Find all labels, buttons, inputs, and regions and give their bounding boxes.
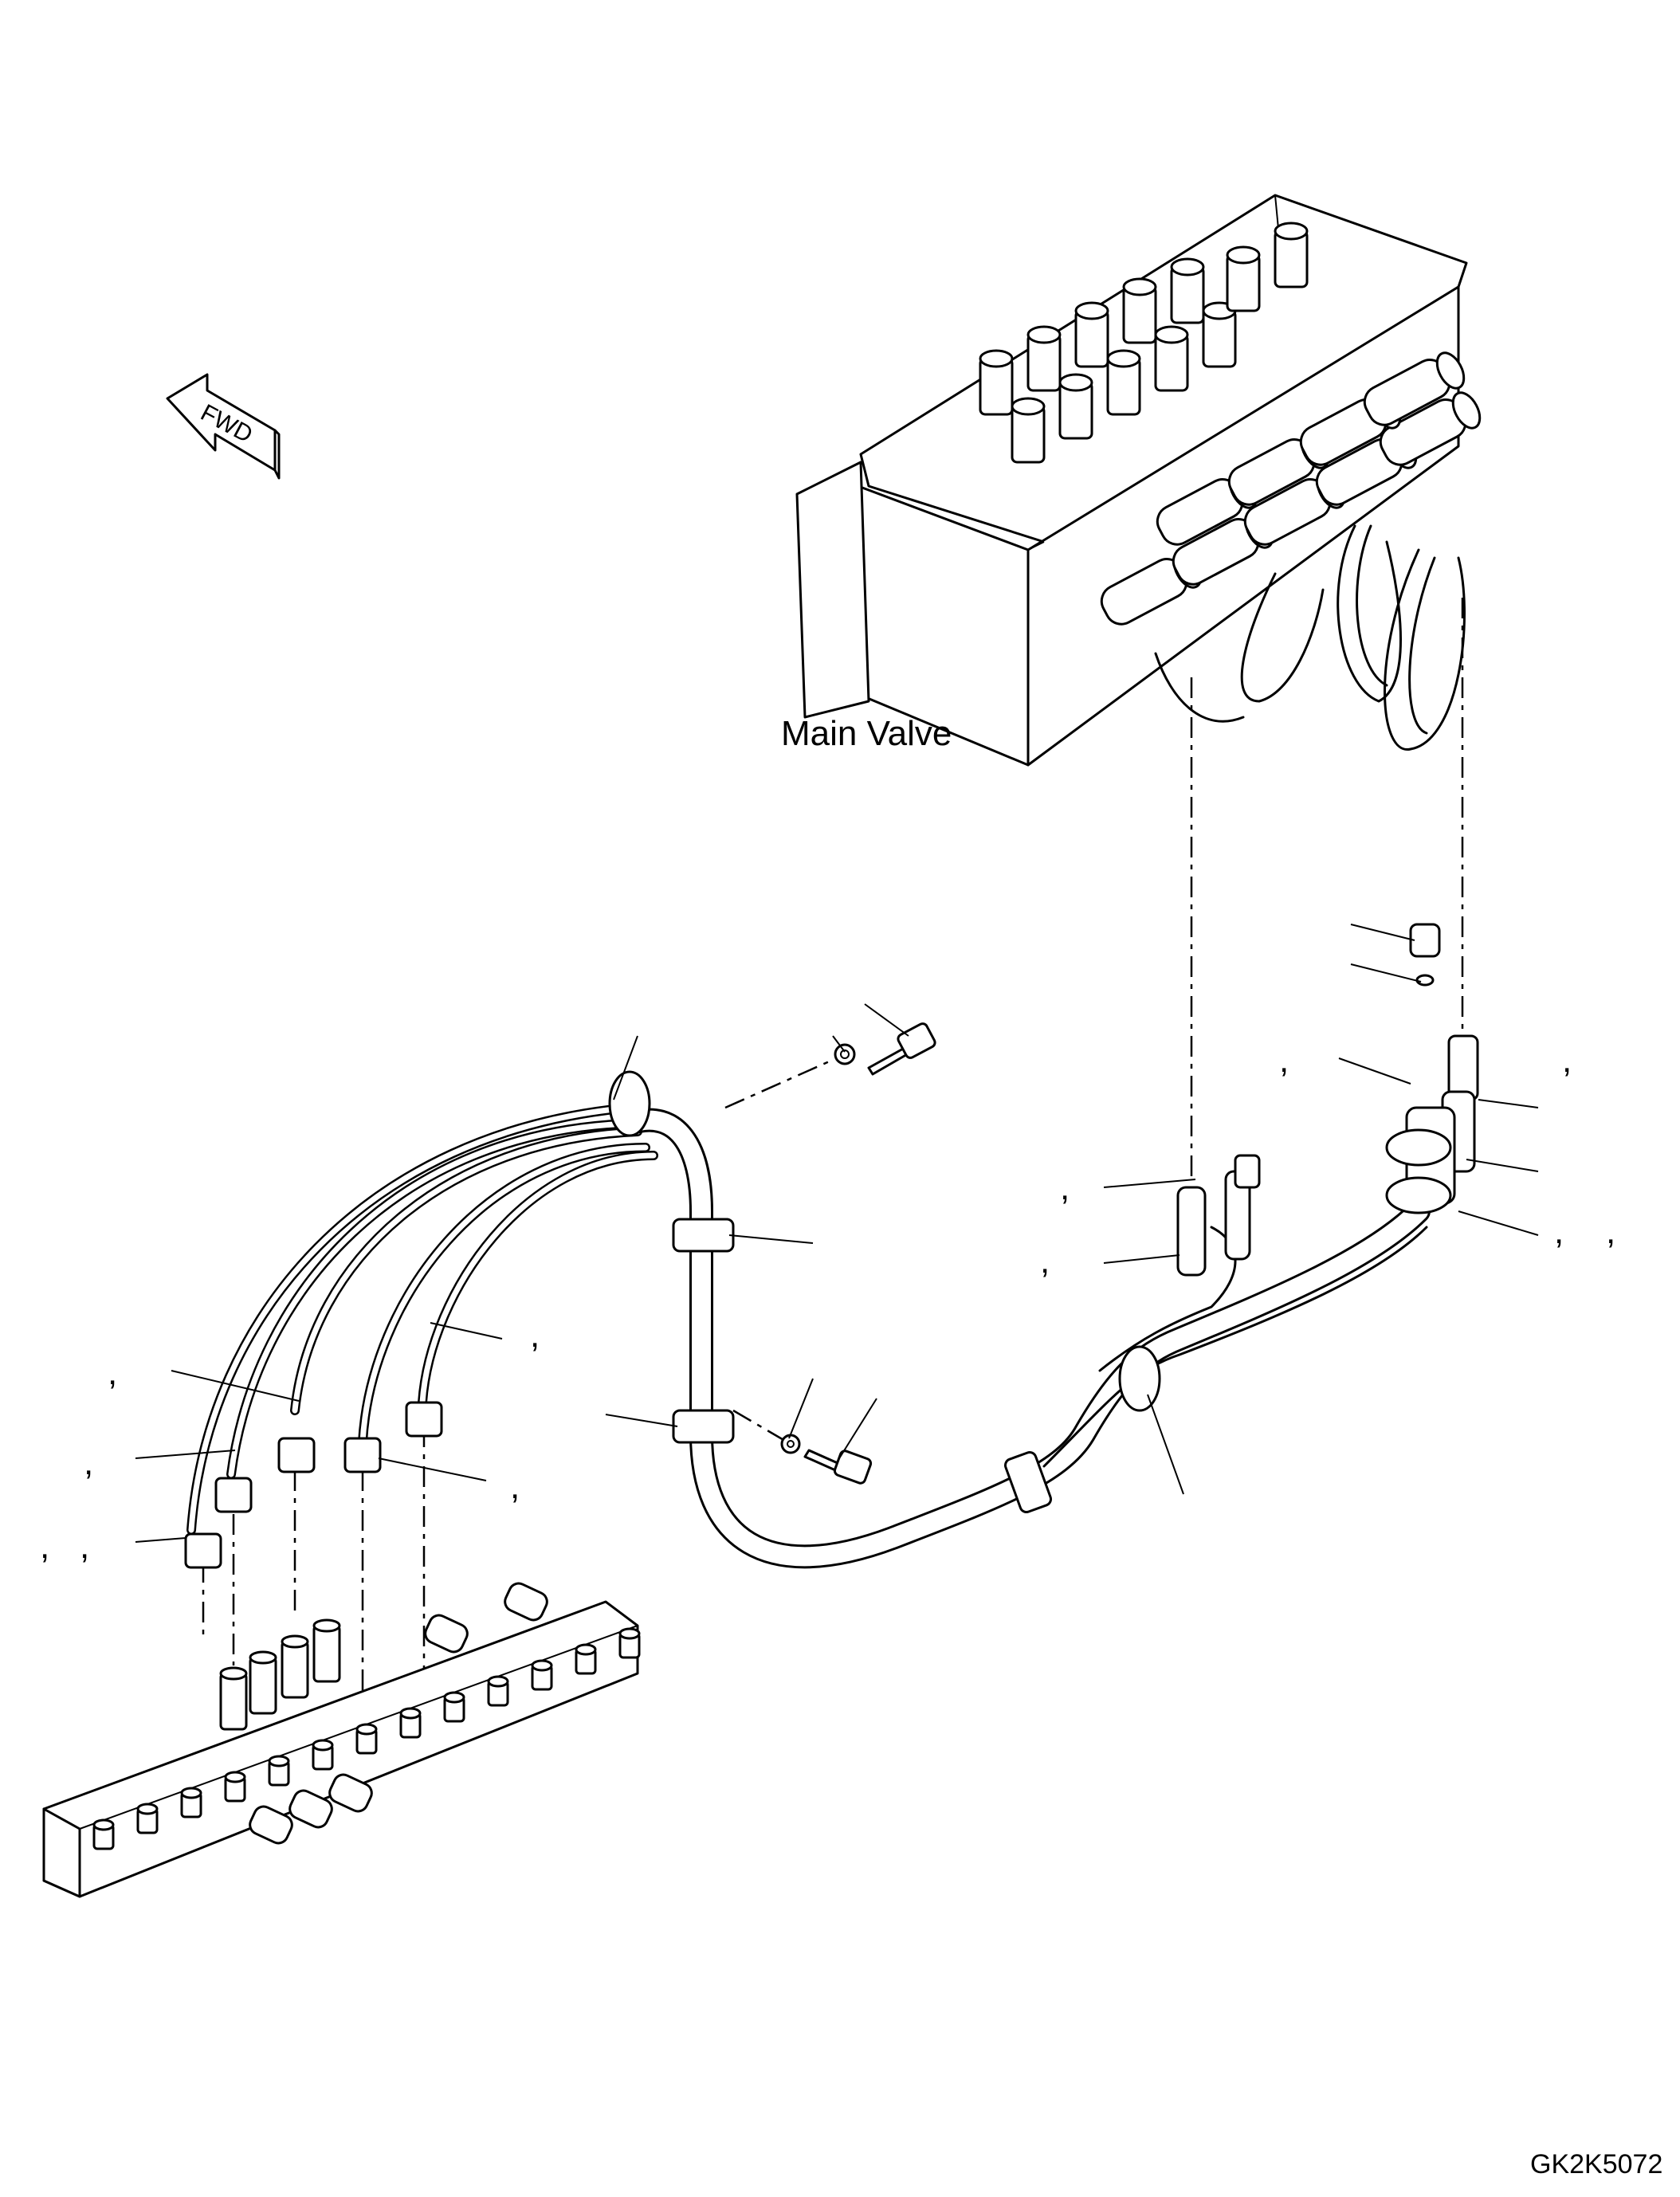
callout-mark: , xyxy=(530,1316,540,1355)
solenoid xyxy=(1363,351,1466,426)
callout-mark: , xyxy=(84,1443,93,1482)
manifold-port xyxy=(92,1818,115,1850)
manifold-port xyxy=(312,1739,334,1771)
valve-cap xyxy=(1058,373,1093,440)
valve-cap xyxy=(1226,245,1261,312)
manifold-elbow xyxy=(249,1805,293,1845)
hose-end-fittings xyxy=(184,1401,443,1569)
valve-cap xyxy=(1106,349,1141,416)
valve-cap xyxy=(1170,257,1205,324)
assembly-centerlines xyxy=(202,598,1464,1729)
valve-cap xyxy=(1026,325,1062,392)
valve-cap xyxy=(979,349,1014,416)
callout-leader-lines xyxy=(135,924,1539,1543)
main-valve-label: Main Valve xyxy=(781,714,952,753)
manifold-elbow xyxy=(504,1582,548,1622)
valve-cap xyxy=(1122,277,1157,344)
manifold-elbow xyxy=(424,1614,469,1654)
manifold-port xyxy=(531,1659,553,1691)
fwd-arrow-icon: FWD xyxy=(166,373,281,480)
pilot-manifold-block xyxy=(42,1582,641,1898)
callout-mark: , xyxy=(510,1467,520,1506)
solenoid xyxy=(1379,391,1482,466)
valve-side-fittings xyxy=(1176,1034,1479,1277)
valve-cap xyxy=(1074,301,1109,368)
manifold-elbow xyxy=(328,1773,373,1813)
callout-mark: , xyxy=(1606,1212,1615,1251)
manifold-fitting xyxy=(312,1618,341,1683)
manifold-port xyxy=(224,1771,246,1803)
callout-mark: , xyxy=(1554,1212,1564,1251)
manifold-port xyxy=(575,1643,597,1675)
manifold-fitting xyxy=(281,1634,309,1699)
manifold-fitting xyxy=(219,1666,248,1731)
valve-cap xyxy=(1274,222,1309,288)
callout-mark: , xyxy=(108,1353,117,1392)
manifold-port xyxy=(355,1723,378,1755)
pilot-hose-bundle xyxy=(186,1070,1431,1569)
manifold-elbow xyxy=(289,1789,333,1829)
manifold-fitting xyxy=(249,1650,277,1715)
valve-cap xyxy=(1202,301,1237,368)
bolts-and-washers xyxy=(780,923,1441,1485)
manifold-port xyxy=(487,1675,509,1707)
callout-mark: , xyxy=(40,1527,49,1566)
callout-marks: , , , , , , , , , , , , xyxy=(40,1041,1615,1566)
callout-mark: , xyxy=(1562,1041,1572,1080)
callout-mark: , xyxy=(1279,1041,1289,1080)
callout-mark: , xyxy=(1040,1242,1050,1281)
callout-mark: , xyxy=(1060,1168,1070,1207)
callout-mark: , xyxy=(80,1527,89,1566)
manifold-port xyxy=(268,1755,290,1787)
valve-spool-caps xyxy=(979,222,1482,626)
manifold-port xyxy=(618,1627,641,1659)
figure-code: GK2K5072 xyxy=(1530,2149,1662,2179)
valve-cap xyxy=(1154,325,1189,392)
manifold-port xyxy=(399,1707,422,1739)
manifold-port xyxy=(443,1691,465,1723)
manifold-port xyxy=(136,1803,159,1834)
valve-cap xyxy=(1011,397,1046,464)
manifold-port xyxy=(180,1787,202,1818)
